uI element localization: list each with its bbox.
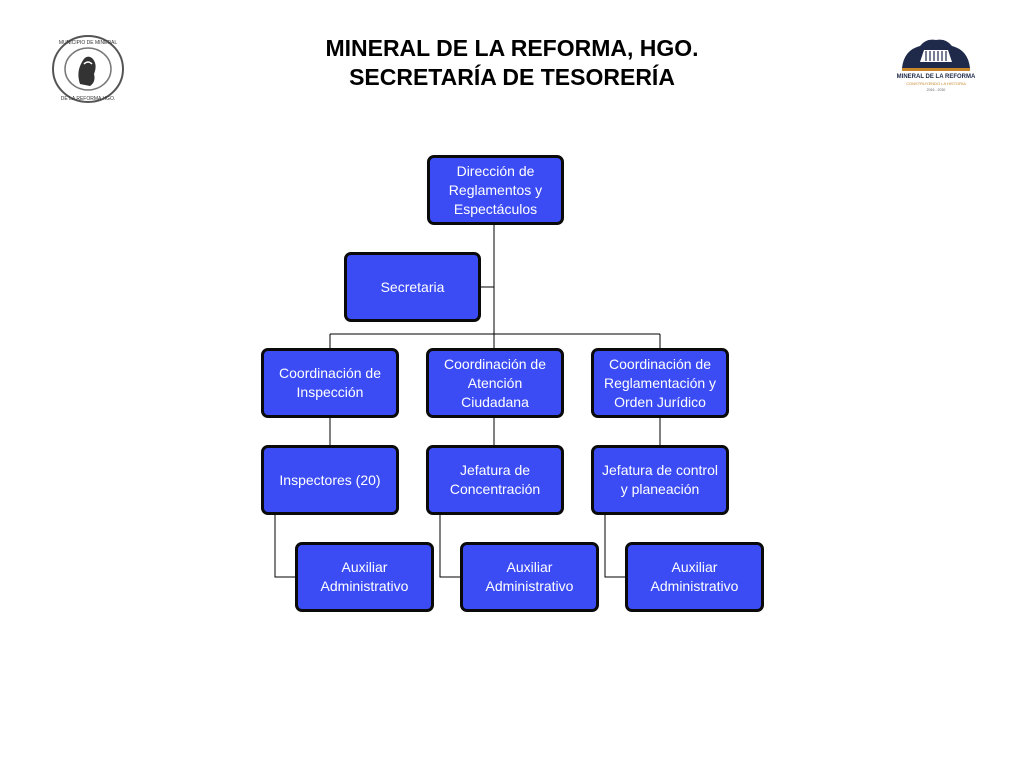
logo-name: MINERAL DE LA REFORMA	[897, 74, 976, 80]
org-box-label: Coordinación de Reglamentación y Orden J…	[603, 355, 717, 410]
seal-text-bottom: DE LA REFORMA HGO.	[61, 96, 115, 102]
org-box-coord-regulation: Coordinación de Reglamentación y Orden J…	[591, 348, 729, 418]
org-box-label: Secretaria	[380, 278, 445, 295]
org-box-label: Auxiliar Administrativo	[650, 559, 739, 594]
org-box-label: Dirección de Reglamentos y Espectáculos	[448, 162, 543, 217]
org-box-aux-1: Auxiliar Administrativo	[295, 542, 434, 612]
org-box-secretary: Secretaria	[344, 252, 481, 322]
org-box-coord-attention: Coordinación de Atención Ciudadana	[426, 348, 564, 418]
page-subtitle: SECRETARÍA DE TESORERÍA	[349, 64, 675, 90]
org-box-head-concentration: Jefatura de Concentración	[426, 445, 564, 515]
org-box-head-control: Jefatura de control y planeación	[591, 445, 729, 515]
org-box-coord-inspection: Coordinación de Inspección	[261, 348, 399, 418]
org-box-label: Coordinación de Atención Ciudadana	[444, 355, 546, 410]
org-box-label: Jefatura de Concentración	[449, 462, 541, 497]
org-box-label: Jefatura de control y planeación	[602, 462, 718, 497]
org-box-label: Auxiliar Administrativo	[485, 559, 574, 594]
org-box-label: Auxiliar Administrativo	[320, 559, 409, 594]
page-header: MINERAL DE LA REFORMA, HGO. SECRETARÍA D…	[0, 34, 1024, 92]
org-box-aux-2: Auxiliar Administrativo	[460, 542, 599, 612]
org-box-label: Inspectores (20)	[279, 471, 381, 488]
seal-text-top: MUNICIPIO DE MINERAL	[59, 40, 118, 46]
mineral-de-la-reforma-logo-icon: MINERAL DE LA REFORMA CONSTRUYENDO LA HI…	[897, 39, 976, 92]
logo-years: 2016 - 2020	[927, 88, 946, 92]
org-box-aux-3: Auxiliar Administrativo	[625, 542, 764, 612]
org-box-label: Coordinación de Inspección	[279, 365, 381, 400]
municipal-seal-icon: MUNICIPIO DE MINERAL DE LA REFORMA HGO.	[52, 35, 124, 103]
org-box-director: Dirección de Reglamentos y Espectáculos	[427, 155, 564, 225]
org-box-inspectors: Inspectores (20)	[261, 445, 399, 515]
page-title: MINERAL DE LA REFORMA, HGO.	[325, 35, 699, 61]
logo-slogan: CONSTRUYENDO LA HISTORIA	[906, 81, 966, 86]
